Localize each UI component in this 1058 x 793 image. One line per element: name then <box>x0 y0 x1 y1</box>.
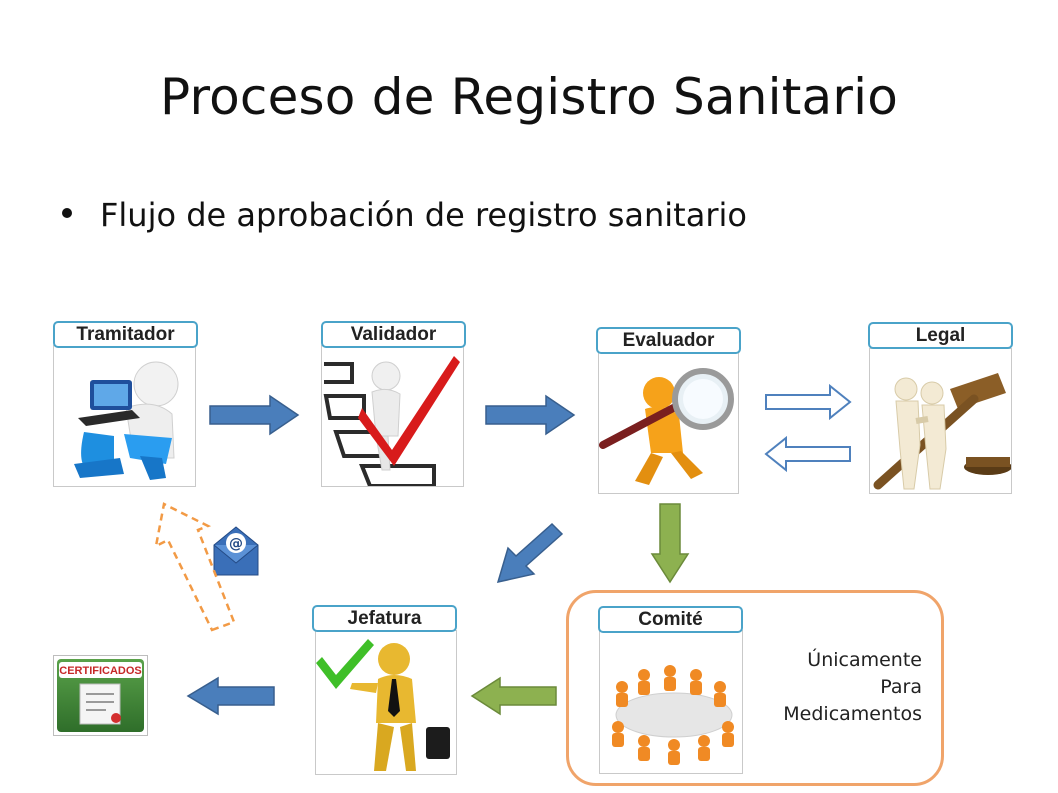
certificate-icon: CERTIFICADOS <box>57 659 144 732</box>
jefatura-label: Jefatura <box>312 605 457 632</box>
arrow-tramitador-to-validador <box>209 394 300 436</box>
arrow-comite-to-jefatura <box>470 676 557 716</box>
evaluador-label: Evaluador <box>596 327 741 354</box>
note-line-2: Para <box>880 676 922 698</box>
note-line-1: Únicamente <box>807 649 922 671</box>
note-line-3: Medicamentos <box>783 703 922 725</box>
checklist-icon <box>323 356 460 486</box>
comite-label: Comité <box>598 606 743 633</box>
person-at-computer-icon <box>74 361 179 480</box>
legal-label: Legal <box>868 322 1013 349</box>
arrow-evaluador-to-legal <box>765 383 852 421</box>
validador-label: Validador <box>321 321 466 348</box>
jefatura-image <box>315 630 457 775</box>
arrow-evaluador-to-jefatura <box>496 522 564 584</box>
bullet-dot <box>62 208 72 218</box>
arrow-notify-tramitador <box>154 502 236 632</box>
tramitador-label: Tramitador <box>53 321 198 348</box>
arrow-legal-to-evaluador <box>764 435 851 473</box>
email-at-symbol: @ <box>229 536 243 552</box>
email-icon: @ <box>213 526 259 576</box>
committee-meeting-icon <box>612 665 734 765</box>
comite-image <box>599 630 743 774</box>
bullet-text: Flujo de aprobación de registro sanitari… <box>100 196 747 234</box>
evaluador-image <box>598 352 739 494</box>
tramitador-image <box>53 345 196 487</box>
arrow-evaluador-to-comite <box>650 503 690 584</box>
certificate-text: CERTIFICADOS <box>59 665 142 677</box>
certificate-image: CERTIFICADOS <box>53 655 148 736</box>
arrow-validador-to-evaluador <box>485 394 576 436</box>
slide-title: Proceso de Registro Sanitario <box>159 68 899 126</box>
medication-only-note: Únicamente Para Medicamentos <box>783 647 922 728</box>
arrow-jefatura-to-certificado <box>186 676 275 716</box>
legal-gavel-icon <box>873 373 1011 490</box>
evaluator-magnifier-icon <box>599 368 734 485</box>
legal-image <box>869 348 1012 494</box>
committee-group-box <box>566 590 944 786</box>
boss-approval-icon <box>316 639 450 771</box>
validador-image <box>321 345 464 487</box>
